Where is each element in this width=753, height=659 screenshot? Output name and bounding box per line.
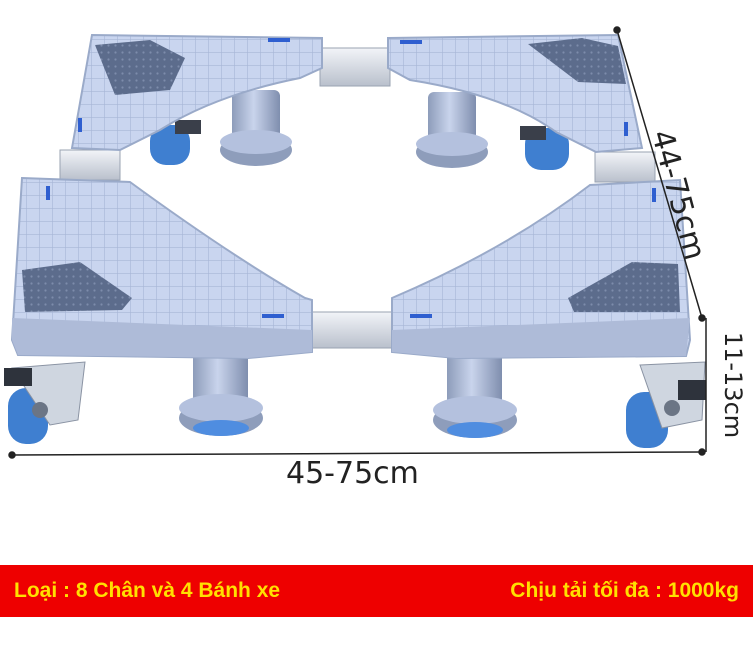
type-info-label: Loại : 8 Chân và 4 Bánh xe [14,579,281,602]
front-left-panel [10,176,313,360]
product-photo [4,26,707,459]
back-left-panel [70,33,323,152]
front-wheel-right [626,361,706,448]
front-rail [304,311,396,349]
back-wheel-right [520,126,569,170]
front-right-panel [391,178,692,360]
info-banner: Loại : 8 Chân và 4 Bánh xe Chịu tải tối … [0,565,753,617]
width-dimension-label: 45-75cm [286,456,419,491]
back-foot-right [416,92,488,168]
back-rail [59,47,656,183]
front-wheel-left [4,361,86,444]
back-foot-left [220,90,292,166]
back-wheel-left [150,120,201,165]
back-right-panel [387,33,644,154]
max-load-label: Chịu tải tối đa : 1000kg [510,579,739,602]
front-foot-left [179,335,263,436]
height-dimension-label: 11-13cm [719,331,747,439]
width-dimension-line [8,448,706,459]
depth-dimension-line [613,26,706,322]
